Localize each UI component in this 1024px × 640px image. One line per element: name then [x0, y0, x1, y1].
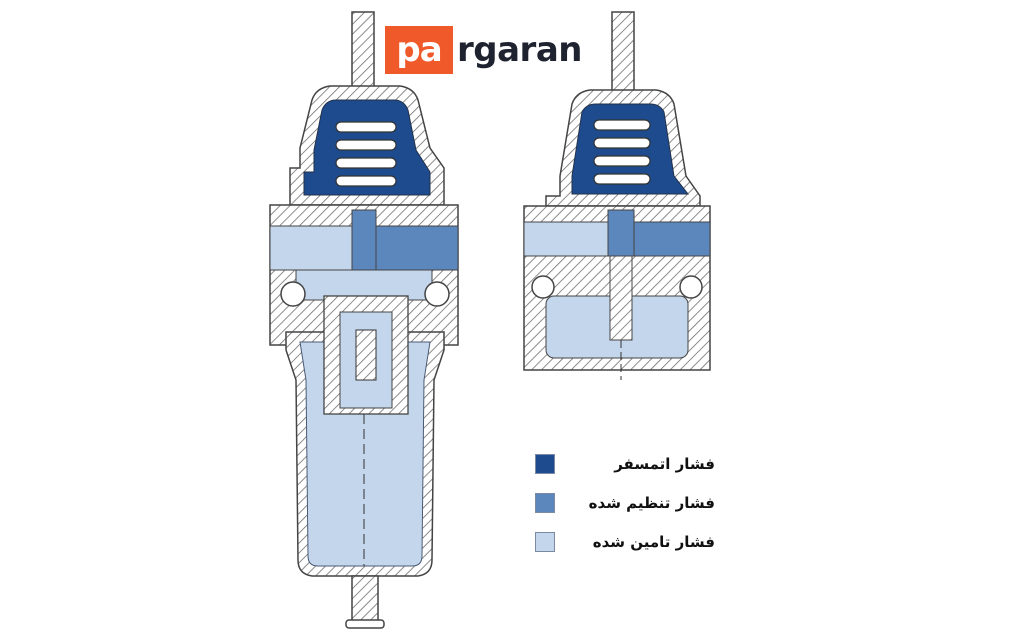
inlet-port	[269, 225, 357, 271]
regulator-outlet	[631, 221, 711, 257]
regulator-right-bolt	[679, 275, 703, 299]
regulator-spring	[593, 119, 651, 185]
valve-spring	[355, 329, 377, 381]
legend-swatch	[535, 454, 555, 474]
legend-swatch	[535, 493, 555, 513]
right-bolt	[424, 281, 450, 307]
drain-cap	[345, 619, 385, 629]
regulator-left-bolt	[531, 275, 555, 299]
regulator-inlet	[523, 221, 611, 257]
bonnet-spring	[335, 121, 397, 187]
adjust-stem-top	[351, 11, 375, 93]
filter-regulator-section	[269, 11, 459, 629]
regulator-section	[523, 11, 711, 380]
drain-stem	[351, 575, 379, 623]
outlet-port	[375, 225, 459, 271]
legend-label: فشار تامین شده	[592, 533, 715, 551]
pressure-legend: فشار اتمسفر فشار تنظیم شده فشار تامین شد…	[535, 452, 715, 569]
pargaran-logo: pa rgaran	[385, 26, 582, 74]
logo-text: rgaran	[457, 30, 582, 70]
regulator-adjust-stem	[611, 11, 635, 93]
logo-highlight: pa	[385, 26, 453, 74]
regulator-passage	[607, 209, 635, 257]
regulated-passage	[351, 209, 377, 271]
regulator-valve-stem	[609, 255, 633, 341]
legend-item-regulated: فشار تنظیم شده	[535, 491, 715, 515]
legend-swatch	[535, 532, 555, 552]
legend-label: فشار تنظیم شده	[588, 494, 715, 512]
left-bolt	[280, 281, 306, 307]
legend-label: فشار اتمسفر	[614, 455, 715, 473]
legend-item-supply: فشار تامین شده	[535, 530, 715, 554]
legend-item-atmospheric: فشار اتمسفر	[535, 452, 715, 476]
